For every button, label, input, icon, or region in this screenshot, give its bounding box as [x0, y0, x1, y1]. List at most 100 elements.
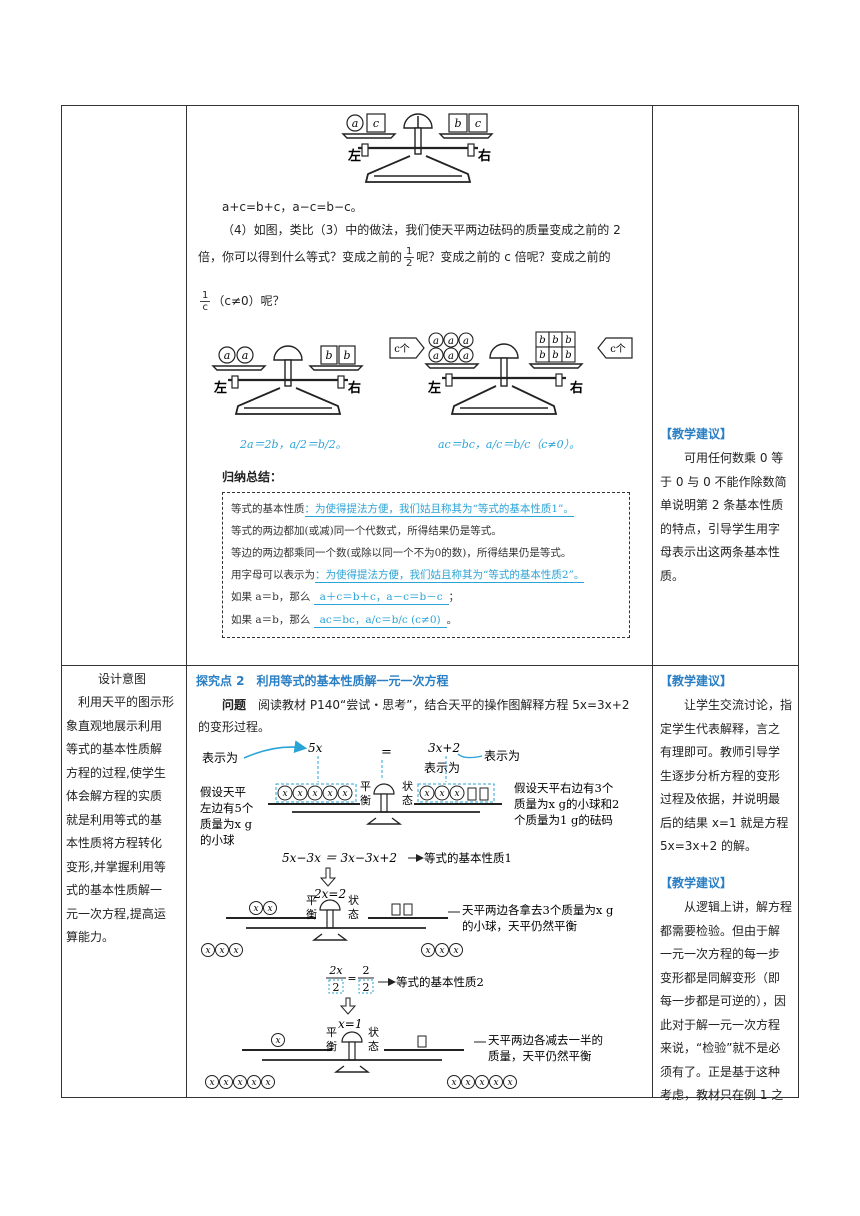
problem-line-1: 问题 阅读教材 P140“尝试・思考”，结合天平的操作图解释方程 5x=3x+2: [222, 698, 630, 712]
svg-text:a: a: [448, 351, 454, 362]
weight-label: a: [352, 117, 359, 130]
svg-text:x: x: [267, 904, 272, 914]
svg-text:b: b: [539, 335, 545, 346]
c-ge-label-right: c个: [610, 343, 626, 355]
svg-text:a: a: [463, 351, 469, 362]
summary-line-2: 等式的两边都加(或减)同一个代数式，所得结果仍是等式。: [231, 525, 502, 537]
summary-line-1: 等式的基本性质：为使得提法方便，我们姑且称其为“等式的基本性质1”。: [231, 503, 574, 517]
teaching-tip-body-1: 可用任何数乘 0 等 于 0 与 0 不能作除数简 单说明第 2 条基本性质 的…: [660, 451, 787, 583]
design-intent-body: 利用天平的图示形 象直观地展示利用 等式的基本性质解 方程的过程,使学生 体会解…: [66, 695, 175, 944]
step2-den-right: 2: [363, 981, 370, 994]
note-2: 天平两边各减去一半的质量，天平仍然平衡: [488, 1033, 603, 1063]
svg-text:x: x: [451, 1078, 456, 1088]
show-right-label-2: 表示为: [424, 761, 460, 775]
show-left-label: 表示为: [202, 751, 238, 765]
balance-state-label: 平衡: [360, 780, 371, 807]
teaching-tip-title-1: 【教学建议】: [660, 427, 733, 441]
svg-text:a: a: [242, 349, 249, 362]
table-border-middle: [61, 665, 799, 666]
svg-text:b: b: [539, 350, 545, 361]
five-x: 5x: [308, 741, 323, 755]
svg-text:x: x: [424, 789, 429, 799]
numerator: 1: [200, 290, 211, 302]
balance-scale-2: a a b b 左 右: [211, 345, 364, 415]
svg-text:x: x: [223, 1078, 228, 1088]
svg-text:x: x: [453, 946, 458, 956]
solving-diagram: 表示为 5x = 3x+2 表示为 表示为 假设天平 左边有5个 质量为x g …: [200, 740, 623, 1089]
result-2: x=1: [338, 1017, 362, 1031]
svg-text:x: x: [205, 946, 210, 956]
svg-text:x: x: [253, 904, 258, 914]
c-ge-label-left: c个: [394, 343, 410, 355]
assume-left-text: 假设天平 左边有5个 质量为x g 的小球: [200, 785, 257, 847]
table-border-bottom: [61, 1097, 799, 1098]
problem-line-2: 的变形过程。: [198, 720, 271, 734]
three-x-plus-2: 3x+2: [428, 741, 460, 755]
svg-text:a: a: [224, 349, 231, 362]
equation-line-1: a+c=b+c，a−c=b−c。: [222, 200, 363, 214]
question-text: （c≠0）呢？: [212, 294, 285, 308]
table-divider-2: [652, 105, 653, 1098]
question-text: 呢？变成之前的 c 倍呢？变成之前的: [416, 250, 611, 264]
property-1-label: 等式的基本性质1: [424, 851, 512, 865]
svg-text:b: b: [325, 349, 332, 362]
summary-box: 等式的基本性质：为使得提法方便，我们姑且称其为“等式的基本性质1”。 等式的两边…: [222, 492, 630, 638]
table-divider-1: [186, 105, 187, 1098]
svg-text:b: b: [552, 335, 558, 346]
equals-sign: =: [381, 745, 392, 760]
denominator: 2: [406, 258, 413, 269]
step2-num-left: 2x: [328, 964, 343, 977]
table-border-top: [61, 105, 799, 106]
right-label: 右: [569, 380, 583, 396]
table-border-right: [798, 105, 799, 1098]
balance-scale-1: a c b c 左 右: [338, 108, 498, 190]
step2-den-left: 2: [333, 981, 340, 994]
left-label: 左: [214, 380, 227, 396]
balance-state-label: 平衡: [306, 894, 317, 921]
question-text: 倍，你可以得到什么等式？变成之前的: [198, 250, 403, 264]
svg-text:a: a: [433, 351, 439, 362]
summary-line-3: 等边的两边都乘同一个数(或除以同一个不为0的数)，所得结果仍是等式。: [231, 547, 572, 559]
summary-title: 归纳总结：: [222, 470, 283, 484]
right-label: 右: [477, 148, 491, 164]
svg-text:x: x: [465, 1078, 470, 1088]
left-label: 左: [348, 148, 361, 164]
summary-line-6: 如果 a＝b，那么 ac＝bc，a/c＝b/c (c≠0)。: [231, 614, 458, 628]
svg-text:x: x: [282, 789, 287, 799]
svg-text:a: a: [463, 336, 469, 347]
table-border-left: [61, 105, 62, 1098]
equation-2a-2b: 2a＝2b，a/2＝b/2。: [240, 438, 347, 451]
svg-text:x: x: [219, 946, 224, 956]
svg-text:x: x: [297, 789, 302, 799]
svg-text:b: b: [565, 335, 571, 346]
balance-state-label: 状态: [368, 1025, 379, 1053]
svg-text:x: x: [439, 946, 444, 956]
svg-text:x: x: [439, 789, 444, 799]
svg-text:x: x: [251, 1078, 256, 1088]
equation-ac-bc: ac＝bc，a/c＝b/c（c≠0）。: [438, 438, 581, 451]
balance-state-label: 平衡: [326, 1026, 337, 1053]
summary-line-4: 用字母可以表示为：为使得提法方便，我们姑且称其为“等式的基本性质2”。: [231, 569, 585, 583]
assume-right-text: 假设天平右边有3个 质量为x g的小球和2 个质量为1 g的砝码: [514, 781, 623, 827]
result-1: 2x=2: [313, 887, 346, 901]
left-label: 左: [428, 380, 441, 396]
balance-state-label: 状态: [348, 893, 359, 921]
svg-text:x: x: [479, 1078, 484, 1088]
weight-label: c: [475, 117, 481, 130]
right-label: 右: [347, 380, 361, 396]
svg-text:b: b: [565, 350, 571, 361]
svg-text:a: a: [433, 336, 439, 347]
numerator: 1: [404, 246, 415, 258]
question-line-1: （4）如图，类比（3）中的做法，我们使天平两边砝码的质量变成之前的 2: [222, 223, 621, 237]
svg-text:x: x: [425, 946, 430, 956]
svg-text:x: x: [265, 1078, 270, 1088]
svg-text:x: x: [454, 789, 459, 799]
svg-text:x: x: [507, 1078, 512, 1088]
svg-text:x: x: [275, 1036, 280, 1046]
step2-num-right: 2: [363, 964, 370, 977]
